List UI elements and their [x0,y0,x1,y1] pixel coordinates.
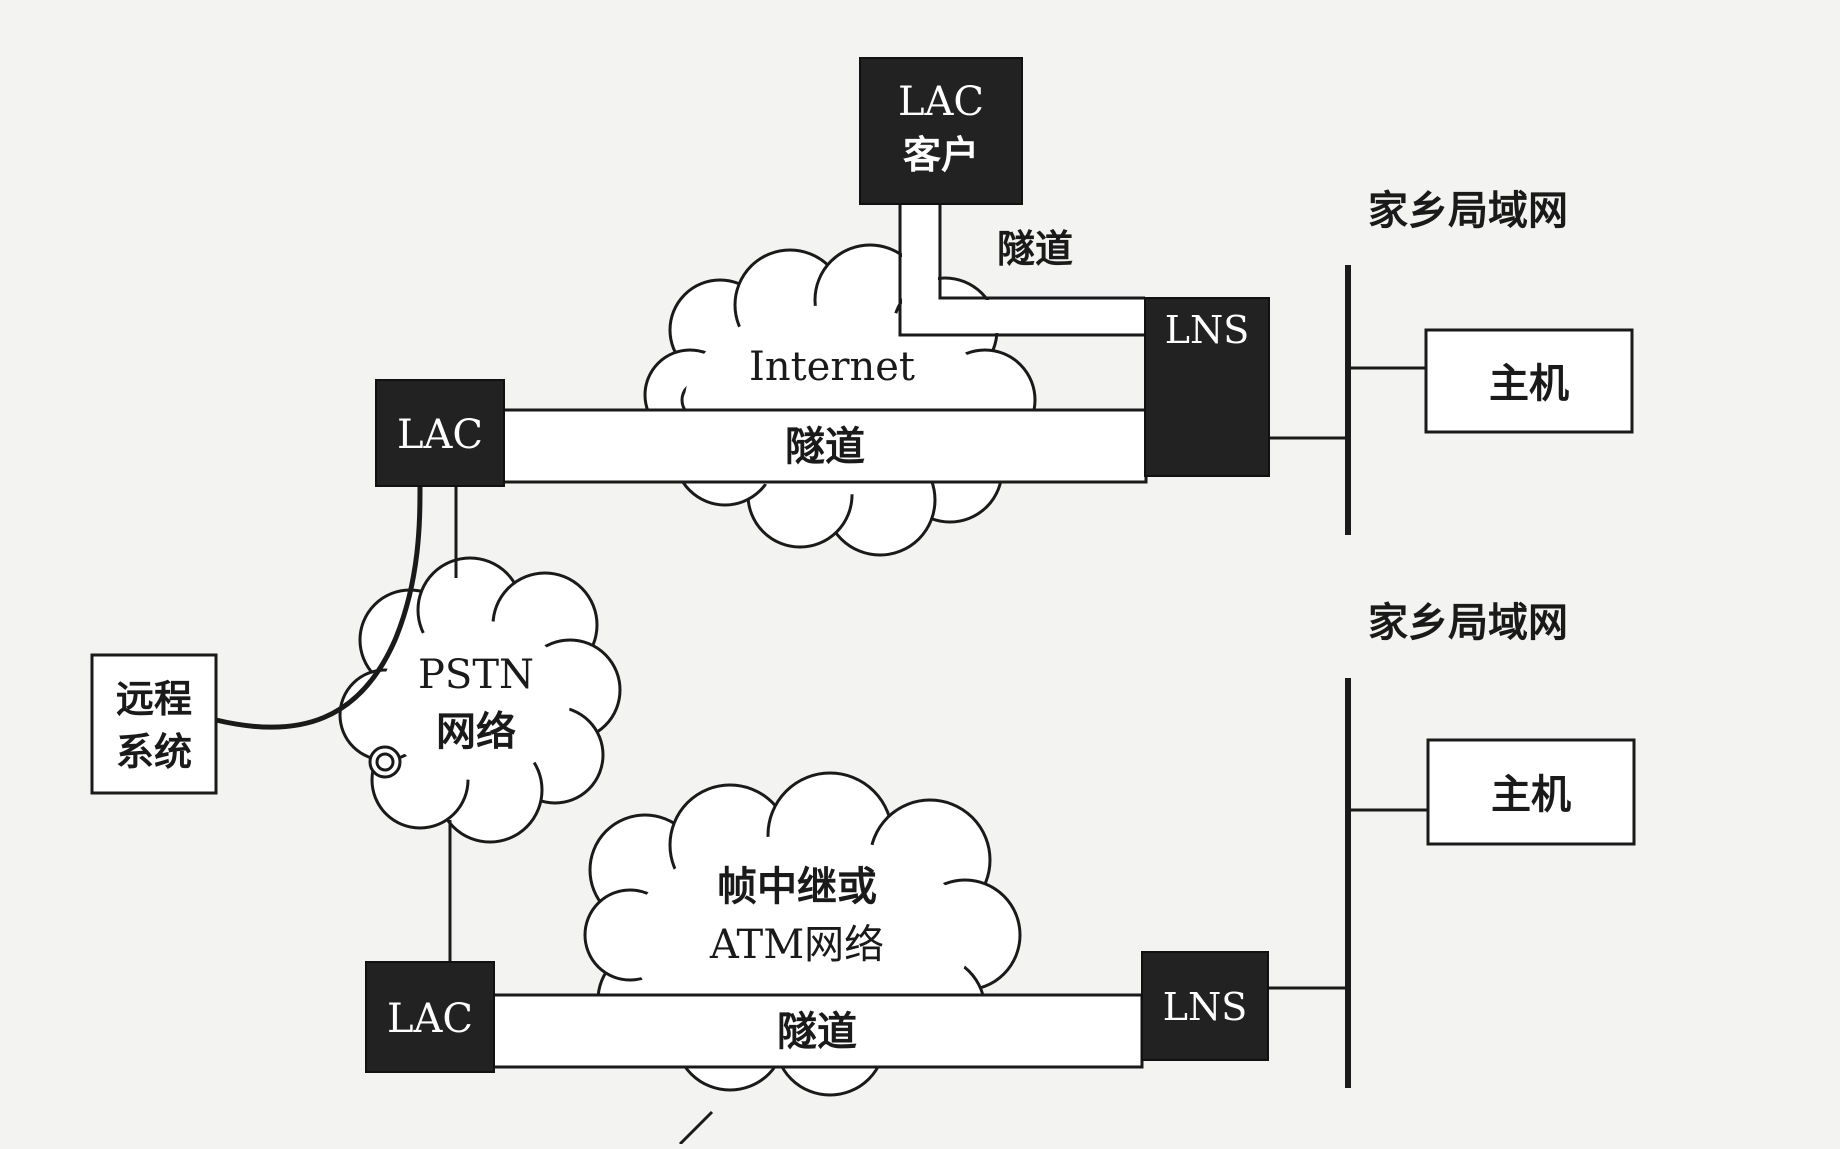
lns-top-box: LNS [1144,297,1270,477]
lac-bottom-label: LAC [387,996,473,1042]
remote-system-label-line1: 远程 [116,677,192,721]
lac-client-box: LAC 客户 [859,57,1023,205]
host-bottom-label: 主机 [1491,772,1571,818]
frame-relay-cloud-label-line1: 帧中继或 [717,864,877,910]
lac-top-label: LAC [397,412,483,458]
host-top-box: 主机 [1424,328,1634,434]
frame-relay-cloud-label-line2: ATM网络 [709,922,884,968]
remote-system-box: 远程 系统 [90,653,218,795]
link-remote-to-lac [215,485,423,730]
internet-cloud-label: Internet [749,344,915,390]
lac-client-label-line2: 客户 [903,133,979,177]
tunnel-top-label: 隧道 [785,424,865,470]
bottom-edge-line [678,1110,714,1146]
lns-bottom-box: LNS [1141,951,1269,1061]
pstn-cloud-label-line2: 网络 [436,709,516,755]
lac-top-box: LAC [375,379,505,487]
tunnel-client-label: 隧道 [997,227,1073,271]
lac-bottom-box: LAC [365,961,495,1073]
remote-system-label-line2: 系统 [116,730,192,774]
client-tunnel-pipe [898,205,1145,337]
lns-bottom-label: LNS [1163,985,1248,1029]
top-tunnel-pipe [498,408,1148,484]
home-lan-bottom-label: 家乡局域网 [1368,600,1568,646]
pstn-cloud-label-line1: PSTN [418,652,534,698]
lns-top-label: LNS [1165,308,1250,352]
host-bottom-box: 主机 [1426,738,1636,846]
host-top-label: 主机 [1489,361,1569,407]
tunnel-bottom-label: 隧道 [777,1009,857,1055]
home-lan-top-label: 家乡局域网 [1368,188,1568,234]
lac-client-label-line1: LAC [898,79,984,125]
